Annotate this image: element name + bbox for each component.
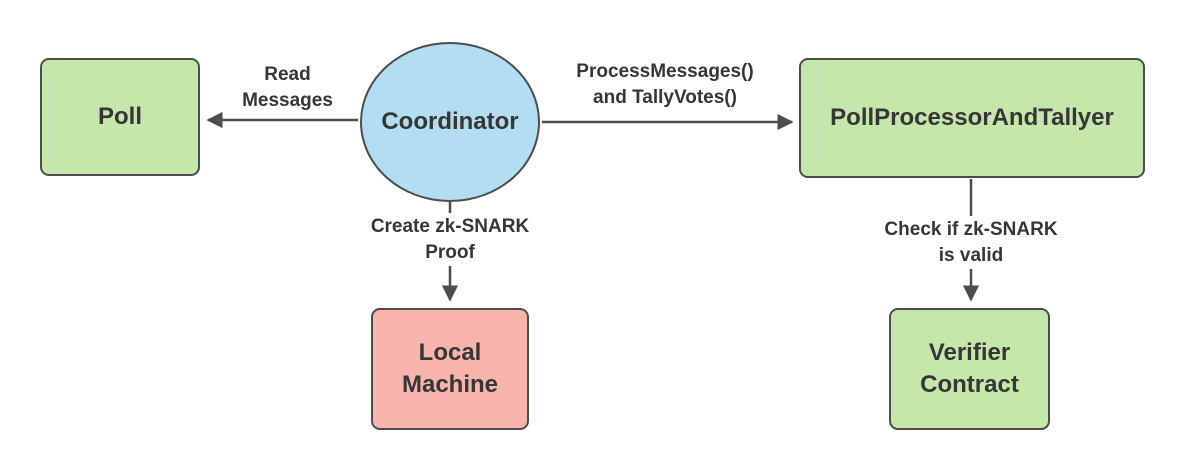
node-poll: Poll xyxy=(40,58,200,176)
node-poll-processor: PollProcessorAndTallyer xyxy=(799,58,1145,178)
node-coordinator-label: Coordinator xyxy=(381,107,519,135)
edge-label-check-proof: Check if zk-SNARK is valid xyxy=(872,216,1070,270)
node-local-machine: Local Machine xyxy=(371,308,529,430)
node-verifier-contract: Verifier Contract xyxy=(889,308,1050,430)
node-local-machine-label: Local Machine xyxy=(401,338,499,398)
edge-label-process-messages: ProcessMessages() and TallyVotes() xyxy=(553,58,777,112)
edge-label-create-proof: Create zk-SNARK Proof xyxy=(355,213,545,267)
node-coordinator: Coordinator xyxy=(360,42,540,202)
node-poll-label: Poll xyxy=(97,102,142,130)
node-poll-processor-label: PollProcessorAndTallyer xyxy=(830,103,1114,131)
edge-label-read-messages: Read Messages xyxy=(225,61,350,115)
node-verifier-contract-label: Verifier Contract xyxy=(920,338,1019,398)
